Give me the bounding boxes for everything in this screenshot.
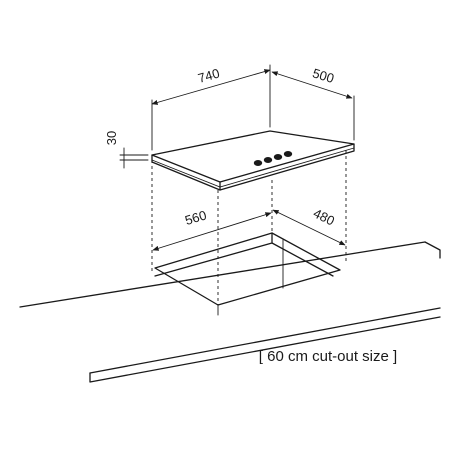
dimension-hob-width: 740 <box>151 64 271 151</box>
control-knob-icon <box>283 151 293 157</box>
hob-width-label: 740 <box>196 65 221 85</box>
dimension-arrow <box>271 71 353 99</box>
dimension-cutout-width: 560 <box>152 207 272 251</box>
dimension-hob-depth: 500 <box>271 65 355 141</box>
countertop-front-edge <box>89 307 441 374</box>
countertop-back-edge <box>19 241 426 308</box>
dimension-arrow <box>152 212 272 251</box>
control-knob-icon <box>253 160 263 166</box>
cutout-outline <box>154 232 341 306</box>
hob-front-face <box>151 154 221 191</box>
hob-depth-label: 500 <box>311 65 336 86</box>
hob-height-label: 30 <box>104 131 119 145</box>
countertop <box>19 241 441 383</box>
dimension-arrow <box>272 209 346 246</box>
cutout-depth-label: 480 <box>311 205 337 228</box>
hob-right-face <box>219 143 355 191</box>
control-knob-icon <box>273 154 283 160</box>
control-knob-icon <box>263 157 273 163</box>
countertop-right-edge <box>424 241 441 259</box>
dimension-arrow <box>151 69 271 105</box>
cutout-inner-right-wall <box>271 242 334 277</box>
projection-lines <box>151 150 347 305</box>
hob <box>151 130 355 191</box>
control-knobs <box>253 151 293 166</box>
cutout-size-caption: [ 60 cm cut-out size ] <box>259 348 397 365</box>
countertop-front-lip <box>89 316 441 383</box>
cutout-opening <box>154 232 341 316</box>
hob-edge-detail <box>151 147 355 188</box>
dimension-hob-height: 30 <box>104 131 149 169</box>
cutout-width-label: 560 <box>183 207 208 228</box>
